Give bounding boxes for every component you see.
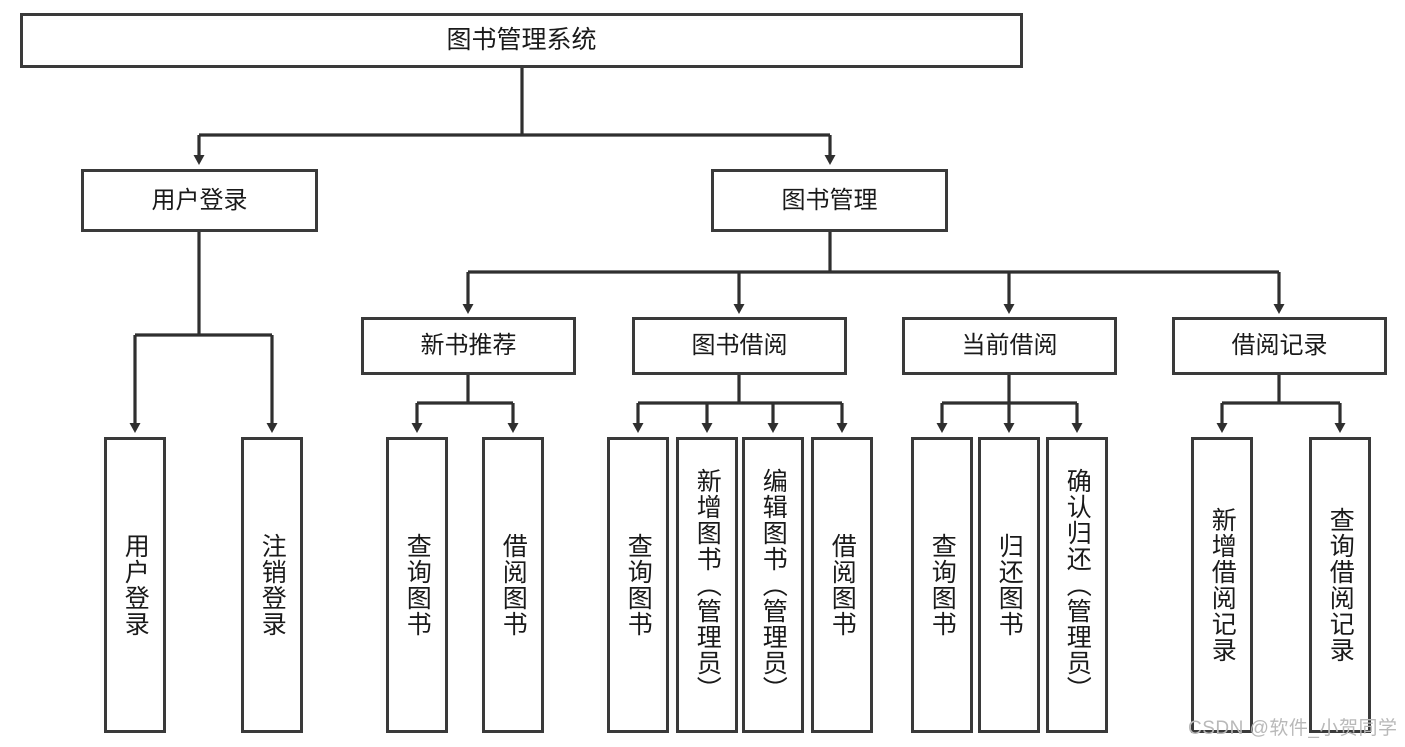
leaf-records-query-record[interactable]: 查询借阅记录 bbox=[1309, 437, 1371, 733]
leaf-borrow-edit-book-admin[interactable]: 编辑图书（管理员） bbox=[742, 437, 804, 733]
node-label: 新书推荐 bbox=[420, 332, 517, 360]
leaf-user-login-signout[interactable]: 注销登录 bbox=[241, 437, 303, 733]
leaf-label: 注销登录 bbox=[258, 533, 287, 637]
leaf-label: 新增借阅记录 bbox=[1208, 507, 1237, 663]
node-book-borrow[interactable]: 图书借阅 bbox=[632, 317, 847, 375]
node-user-login[interactable]: 用户登录 bbox=[81, 169, 318, 232]
leaf-label: 借阅图书 bbox=[828, 533, 857, 637]
leaf-borrow-add-book-admin[interactable]: 新增图书（管理员） bbox=[676, 437, 738, 733]
watermark: CSDN @软件_小贺同学 bbox=[1188, 718, 1398, 739]
node-root-book-management-system[interactable]: 图书管理系统 bbox=[20, 13, 1023, 68]
node-label: 用户登录 bbox=[151, 186, 248, 214]
node-current-borrow[interactable]: 当前借阅 bbox=[902, 317, 1117, 375]
leaf-borrow-borrow-book[interactable]: 借阅图书 bbox=[811, 437, 873, 733]
node-label: 图书管理 bbox=[781, 186, 878, 214]
node-label: 图书管理系统 bbox=[446, 26, 597, 55]
leaf-label: 归还图书 bbox=[995, 533, 1024, 637]
leaf-label: 查询图书 bbox=[624, 533, 653, 637]
leaf-label: 编辑图书（管理员） bbox=[759, 468, 788, 702]
node-label: 借阅记录 bbox=[1231, 332, 1328, 360]
leaf-borrow-query-book[interactable]: 查询图书 bbox=[607, 437, 669, 733]
node-new-book-recommend[interactable]: 新书推荐 bbox=[361, 317, 576, 375]
leaf-label: 借阅图书 bbox=[499, 533, 528, 637]
leaf-new-book-query[interactable]: 查询图书 bbox=[386, 437, 448, 733]
node-borrow-records[interactable]: 借阅记录 bbox=[1172, 317, 1387, 375]
leaf-label: 确认归还（管理员） bbox=[1063, 468, 1092, 702]
node-book-management[interactable]: 图书管理 bbox=[711, 169, 948, 232]
leaf-label: 查询图书 bbox=[928, 533, 957, 637]
leaf-label: 用户登录 bbox=[121, 533, 150, 637]
node-label: 当前借阅 bbox=[961, 332, 1058, 360]
leaf-label: 查询图书 bbox=[403, 533, 432, 637]
leaf-new-book-borrow[interactable]: 借阅图书 bbox=[482, 437, 544, 733]
leaf-label: 新增图书（管理员） bbox=[693, 468, 722, 702]
leaf-user-login-signin[interactable]: 用户登录 bbox=[104, 437, 166, 733]
leaf-current-query-book[interactable]: 查询图书 bbox=[911, 437, 973, 733]
leaf-label: 查询借阅记录 bbox=[1326, 507, 1355, 663]
leaf-records-add-record[interactable]: 新增借阅记录 bbox=[1191, 437, 1253, 733]
leaf-current-confirm-return-admin[interactable]: 确认归还（管理员） bbox=[1046, 437, 1108, 733]
node-label: 图书借阅 bbox=[691, 332, 788, 360]
leaf-current-return-book[interactable]: 归还图书 bbox=[978, 437, 1040, 733]
